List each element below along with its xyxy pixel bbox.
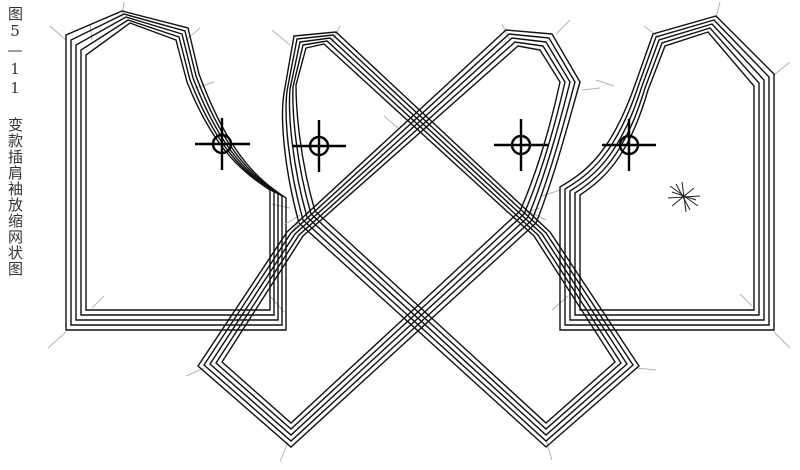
front-bodice-grading-ticks: [47, 1, 291, 349]
front-sleeve-outline-grade-1: [295, 43, 616, 424]
back-bodice-outline-grade-1: [579, 31, 755, 311]
front-sleeve-outline-grade-5: [281, 31, 640, 448]
front-bodice-outline-grade-5: [65, 10, 287, 331]
back-sleeve-outline-grade-4: [203, 33, 576, 442]
front-bodice-piece: [47, 1, 291, 349]
registration-mark-1: [195, 118, 250, 170]
back-bodice-piece: [541, 1, 791, 349]
back-sleeve-outline-grade-1: [221, 45, 561, 424]
back-sleeve-outline-grade-3: [209, 37, 571, 436]
back-sleeve-outline-grade-5: [197, 29, 581, 448]
hatch-mark: [667, 181, 701, 213]
back-bodice-outline-grade-5: [559, 15, 775, 331]
back-bodice-outline-grade-4: [564, 19, 770, 326]
registration-mark-3: [494, 119, 548, 171]
registration-mark-2: [292, 120, 346, 172]
registration-mark-4: [602, 119, 656, 171]
front-sleeve-outline-grade-2: [292, 40, 622, 430]
back-bodice-outline-grade-2: [574, 27, 760, 316]
figure-caption: 图5—11 变款插肩袖放缩网状图: [6, 6, 24, 277]
back-sleeve-outline-grade-2: [215, 41, 566, 430]
back-bodice-outline-grade-3: [569, 23, 765, 321]
front-sleeve-outline-grade-3: [288, 37, 628, 436]
front-sleeve-outline-grade-4: [285, 34, 634, 442]
front-sleeve-piece: [271, 25, 657, 461]
back-sleeve-piece: [185, 19, 601, 463]
front-bodice-outline-grade-4: [70, 13, 283, 326]
